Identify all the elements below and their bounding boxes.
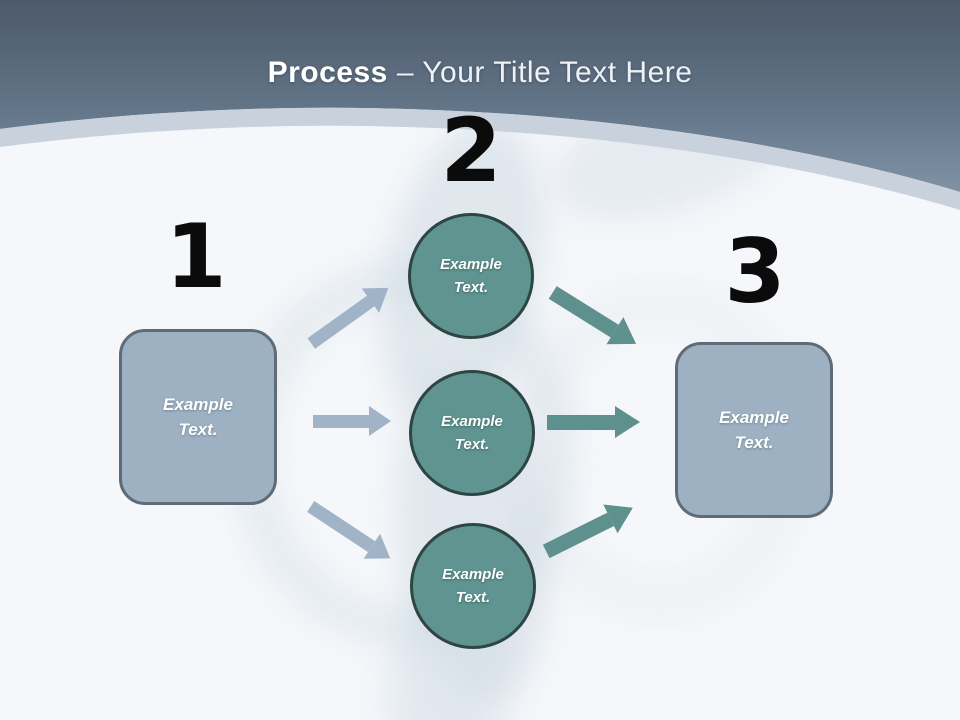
- right-process-box-label: Example Text.: [719, 407, 789, 453]
- arrow-box-to-circle-1: [301, 274, 398, 357]
- arrow-shaft: [307, 500, 376, 552]
- arrow-shaft: [549, 285, 619, 338]
- process-circle-1[interactable]: Example Text.: [408, 213, 534, 339]
- arrow-shaft: [547, 414, 615, 430]
- arrow-circle-2-to-box: [547, 405, 640, 439]
- arrow-shaft: [542, 512, 614, 558]
- process-circle-3[interactable]: Example Text.: [410, 523, 536, 649]
- slide-title-subtitle: – Your Title Text Here: [396, 56, 693, 89]
- arrow-shaft: [313, 414, 369, 428]
- arrow-circle-1-to-box: [544, 278, 645, 359]
- header-curve: [0, 0, 960, 210]
- step-number-1: 1: [165, 205, 227, 308]
- arrow-head-icon: [615, 406, 640, 438]
- right-process-box[interactable]: Example Text.: [675, 342, 833, 518]
- process-circle-2[interactable]: Example Text.: [409, 370, 535, 496]
- arrow-circle-3-to-box: [538, 493, 640, 567]
- process-circle-2-label: Example Text.: [441, 412, 503, 453]
- left-process-box[interactable]: Example Text.: [119, 329, 277, 505]
- step-number-3: 3: [724, 220, 786, 323]
- process-circle-3-label: Example Text.: [442, 565, 504, 606]
- slide-title[interactable]: Process– Your Title Text Here: [0, 56, 960, 90]
- arrow-shaft: [307, 295, 375, 349]
- arrow-box-to-circle-3: [302, 492, 400, 573]
- slide-title-keyword: Process: [267, 56, 388, 89]
- left-process-box-label: Example Text.: [163, 394, 233, 440]
- step-number-2: 2: [440, 99, 502, 202]
- process-circle-1-label: Example Text.: [440, 255, 502, 296]
- arrow-box-to-circle-2: [313, 404, 391, 438]
- arrow-head-icon: [369, 406, 391, 436]
